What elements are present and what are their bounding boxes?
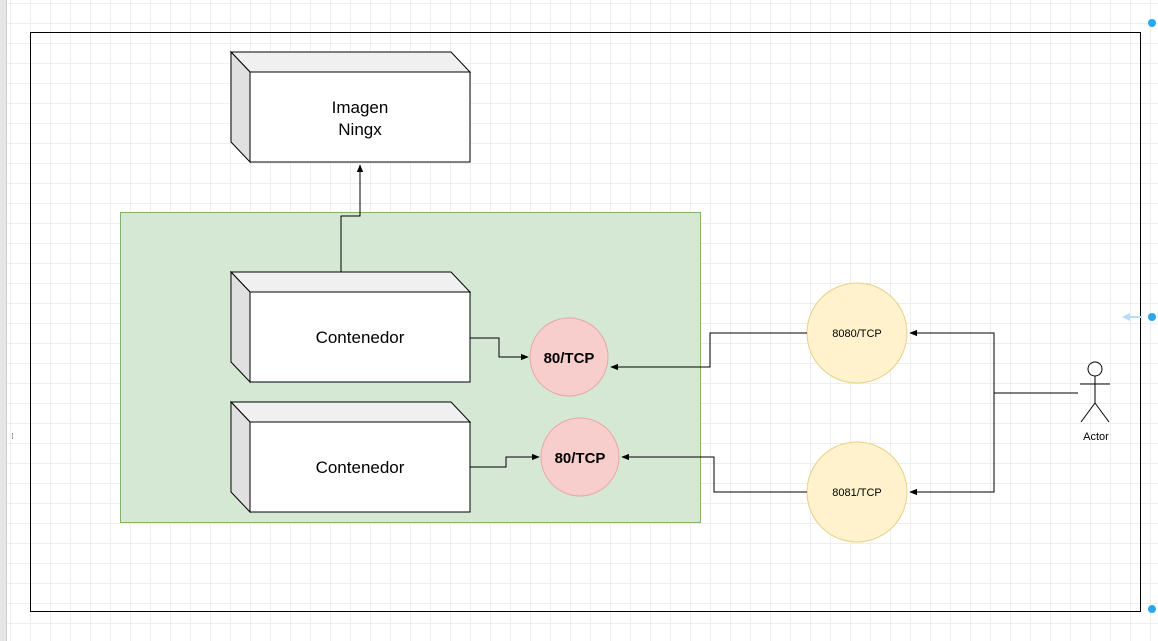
edge-8081-to-inner-port[interactable]	[621, 453, 807, 493]
left-panel-gutter[interactable]	[0, 0, 7, 641]
edge-container1-to-port[interactable]	[470, 337, 529, 361]
inner-port-node-2[interactable]: 80/TCP	[540, 417, 620, 497]
actor-label: Actor	[1083, 431, 1109, 443]
image-node[interactable]: Imagen Ningx	[229, 50, 472, 164]
actor-node[interactable]: Actor	[1080, 361, 1110, 443]
container-node-1[interactable]: Contenedor	[229, 270, 472, 384]
edge-8080-to-inner-port[interactable]	[610, 332, 807, 371]
inner-port-node-1-label: 80/TCP	[544, 350, 595, 367]
outer-port-node-1-label: 8080/TCP	[832, 328, 882, 340]
container-node-2[interactable]: Contenedor	[229, 400, 472, 514]
image-node-label-line2: Ningx	[338, 120, 382, 139]
inner-port-node-2-label: 80/TCP	[555, 450, 606, 467]
connection-hint-arrow-icon[interactable]	[1122, 313, 1142, 321]
container-node-2-label: Contenedor	[316, 458, 405, 477]
edge-actor-to-8080[interactable]	[909, 329, 1078, 394]
image-node-label-line1: Imagen	[332, 98, 389, 117]
selection-frame[interactable]	[30, 32, 1141, 612]
outer-port-node-2[interactable]: 8081/TCP	[806, 441, 908, 543]
outer-port-node-2-label: 8081/TCP	[832, 487, 882, 499]
edge-container2-to-port[interactable]	[470, 453, 540, 468]
inner-port-node-1[interactable]: 80/TCP	[529, 317, 609, 397]
selection-handle-bottom-right[interactable]	[1148, 605, 1156, 613]
edge-actor-to-8081[interactable]	[909, 393, 995, 496]
actor-icon	[1087, 361, 1103, 377]
container-node-1-label: Contenedor	[316, 328, 405, 347]
outer-port-node-1[interactable]: 8080/TCP	[806, 282, 908, 384]
selection-handle-top-right[interactable]	[1148, 19, 1156, 27]
edge-container1-to-image[interactable]	[340, 164, 364, 272]
panel-resize-grip-icon[interactable]: ⁞	[11, 432, 14, 442]
selection-handle-middle-right[interactable]	[1148, 313, 1156, 321]
